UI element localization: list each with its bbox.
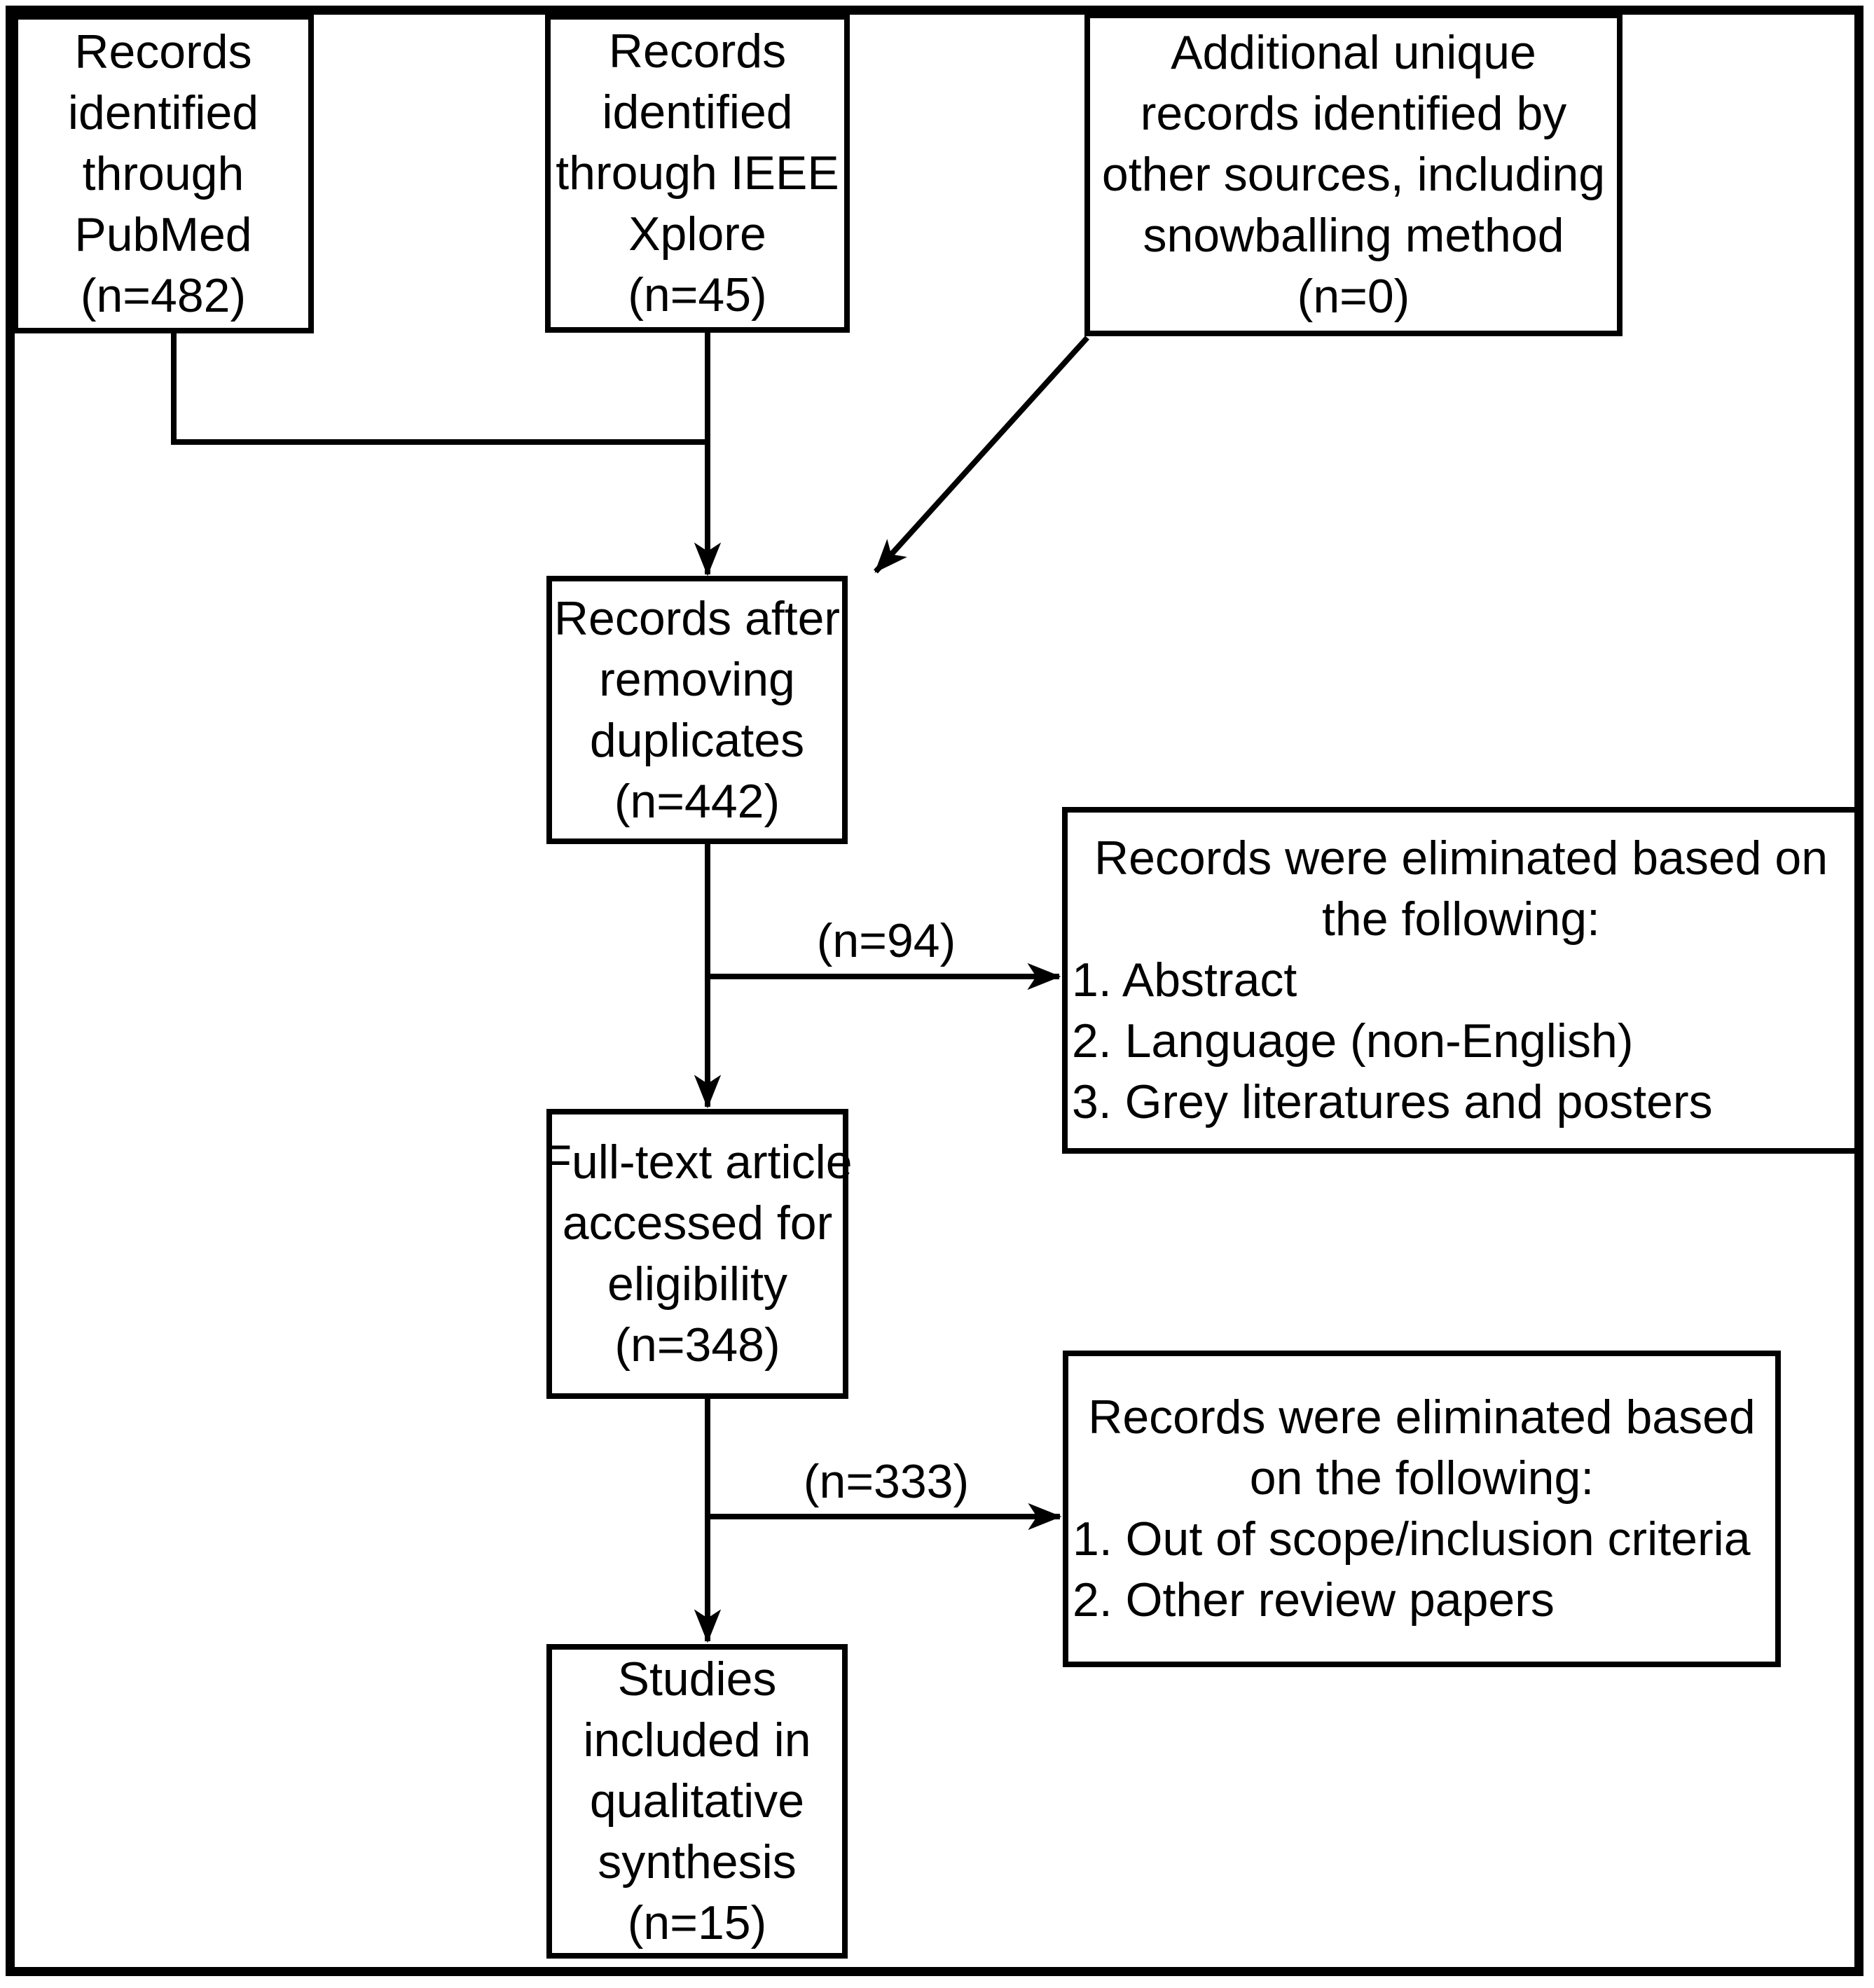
box-records-ieee-xplore: Records identified through IEEE Xplore (… bbox=[545, 14, 850, 333]
box-exclusion-fulltext: Records were eliminated based on the fol… bbox=[1063, 1351, 1781, 1667]
exclusion-fulltext-item: 1. Out of scope/inclusion criteria bbox=[1073, 1512, 1751, 1566]
arrow-count-label-n94: (n=94) bbox=[816, 914, 956, 967]
box-additional-records-other-sources: Additional unique records identified by … bbox=[1084, 13, 1622, 336]
connector-pubmed-elbow bbox=[171, 333, 708, 445]
exclusion-fulltext-heading: Records were eliminated based on the fol… bbox=[1088, 1390, 1756, 1505]
exclusion-screening-heading: Records were eliminated based on the fol… bbox=[1094, 831, 1828, 946]
exclusion-screening-item: 2. Language (non-English) bbox=[1072, 1014, 1634, 1068]
box-records-pubmed: Records identified through PubMed (n=482… bbox=[13, 14, 314, 333]
arrow-count-label-n333: (n=333) bbox=[803, 1455, 970, 1508]
figure-border bbox=[6, 6, 1863, 1976]
box-fulltext-accessed-eligibility: Full-text article accessed for eligibili… bbox=[542, 1109, 853, 1399]
exclusion-screening-item: 3. Grey literatures and posters bbox=[1072, 1075, 1713, 1128]
box-studies-included-qualitative-synthesis: Studies included in qualitative synthesi… bbox=[546, 1644, 848, 1959]
connector-snowball-to-dedup-arrow bbox=[874, 336, 1089, 574]
exclusion-screening-item: 1. Abstract bbox=[1072, 953, 1297, 1007]
exclusion-fulltext-item: 2. Other review papers bbox=[1073, 1573, 1555, 1627]
box-records-after-removing-duplicates: Records after removing duplicates (n=442… bbox=[546, 576, 848, 844]
box-exclusion-screening: Records were eliminated based on the fol… bbox=[1062, 807, 1860, 1154]
